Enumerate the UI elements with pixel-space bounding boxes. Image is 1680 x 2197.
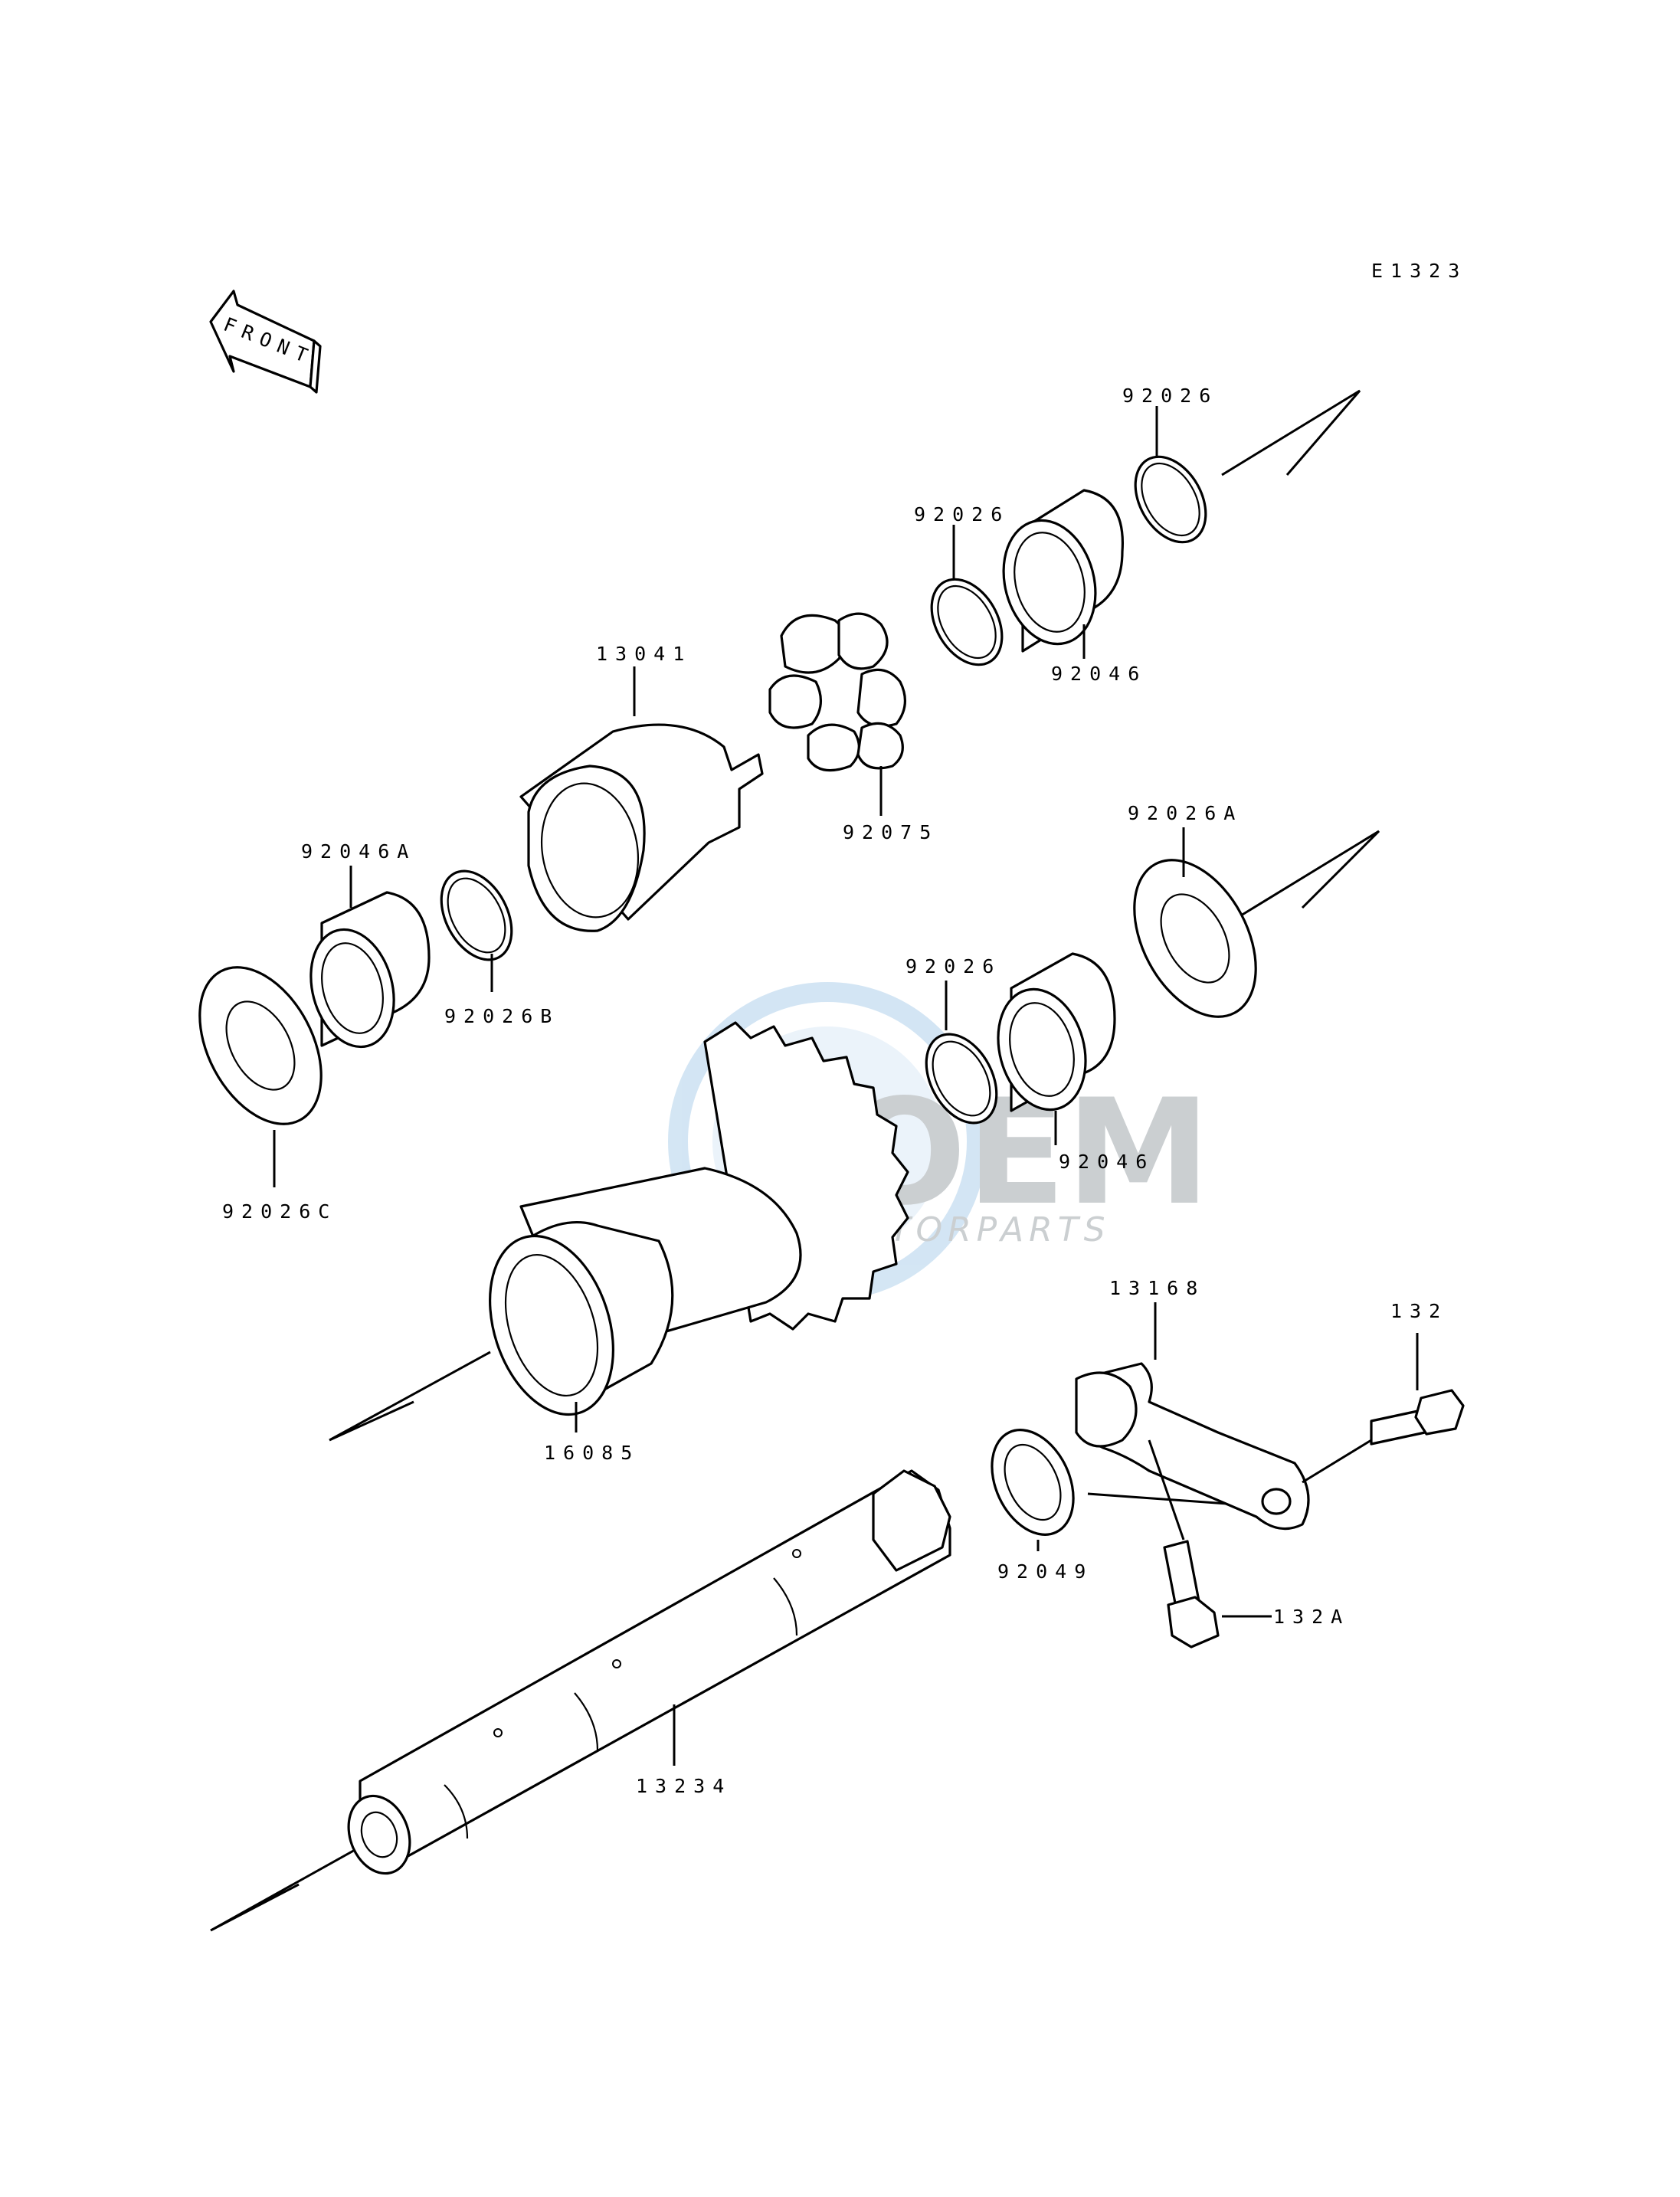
label-p8: 92026A: [1128, 802, 1243, 824]
diagram-code: E1323: [1371, 260, 1467, 282]
label-p9: 92026C: [222, 1200, 337, 1223]
label-p2: 92026: [914, 503, 1010, 526]
damper-rubber-92075: [768, 612, 906, 816]
label-p14: 132: [1390, 1300, 1448, 1322]
lever-13168: [1075, 1302, 1310, 1531]
washer-92026A: [1133, 827, 1257, 1018]
label-p15: 92049: [997, 1560, 1093, 1583]
label-p1: 92026: [1122, 385, 1218, 407]
shaft-13234: [347, 1469, 951, 1875]
gear-16085: [489, 1021, 909, 1432]
bolt-132A: [1148, 1439, 1272, 1649]
label-p4: 13041: [596, 643, 692, 665]
washer-92026C: [198, 966, 323, 1187]
snap-ring-92026-lower: [925, 981, 998, 1125]
label-p3: 92046: [1051, 663, 1147, 685]
label-p16: 132A: [1273, 1606, 1350, 1628]
snap-ring-92026-top: [1134, 406, 1207, 544]
bolt-132: [1302, 1333, 1465, 1484]
hub-13041: [519, 666, 764, 932]
label-p13: 13168: [1109, 1277, 1205, 1299]
oil-seal-92049: [991, 1429, 1075, 1551]
label-p17: 13234: [636, 1775, 732, 1797]
needle-bearing-92046A: [309, 866, 431, 1049]
label-p12: 16085: [544, 1442, 640, 1464]
label-p10: 92026: [905, 955, 1001, 977]
snap-ring-92026B: [440, 869, 513, 992]
front-arrow-icon: FRONT: [209, 290, 322, 394]
label-p6: 92046A: [301, 840, 416, 863]
needle-bearing-92046-lower: [997, 952, 1116, 1145]
axis-lines: [210, 389, 1380, 1932]
needle-bearing-92046-top: [1002, 489, 1125, 659]
label-p11: 92046: [1059, 1151, 1154, 1173]
snap-ring-92026-mid: [930, 525, 1004, 666]
label-p5: 92075: [843, 821, 938, 843]
label-p7: 92026B: [444, 1005, 559, 1027]
